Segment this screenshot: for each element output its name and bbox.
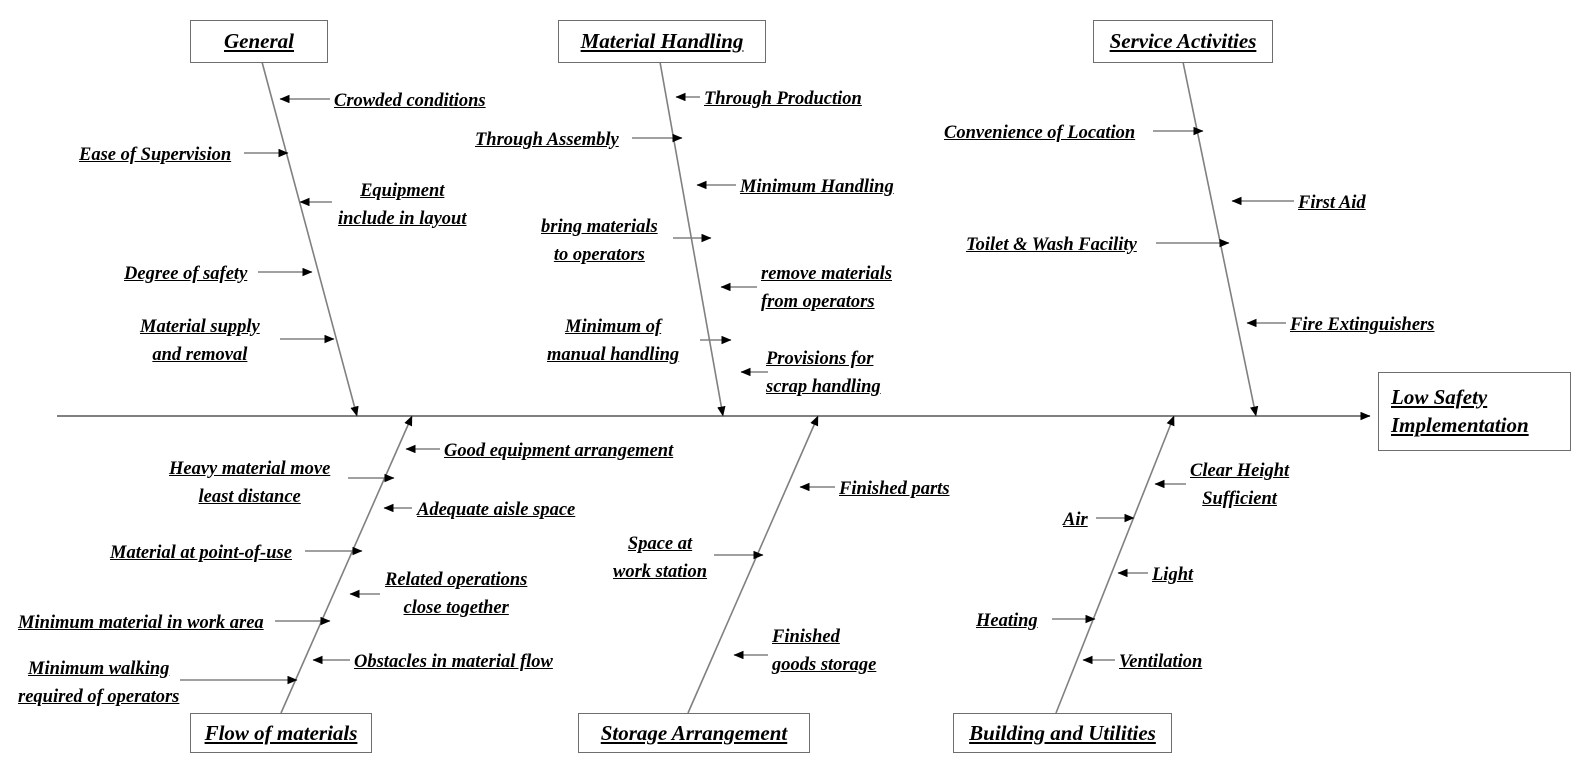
cause-text: First Aid bbox=[1298, 193, 1366, 213]
cause-convenience-of-location[interactable]: Convenience of Location bbox=[944, 119, 1135, 147]
cause-clear-height-sufficient[interactable]: Clear Height Sufficient bbox=[1190, 457, 1289, 513]
cause-text: Finished parts bbox=[839, 479, 950, 499]
cause-text: Ease of Supervision bbox=[79, 145, 232, 165]
cause-text: Crowded conditions bbox=[334, 91, 486, 111]
cause-text: Through Assembly bbox=[475, 130, 619, 150]
cause-text-line1: Minimum walking bbox=[28, 659, 170, 679]
cause-text-line2: scrap handling bbox=[766, 377, 881, 398]
cause-text-line1: Minimum of bbox=[565, 317, 662, 337]
cause-text: Toilet & Wash Facility bbox=[966, 235, 1137, 255]
cause-text-line1: Clear Height bbox=[1190, 461, 1290, 481]
cause-text-line2: goods storage bbox=[772, 655, 877, 676]
cause-text-line2: work station bbox=[613, 562, 708, 583]
cause-space-at-work-station[interactable]: Space at work station bbox=[613, 530, 707, 586]
cause-through-production[interactable]: Through Production bbox=[704, 85, 862, 113]
cause-text: Air bbox=[1063, 510, 1088, 530]
cause-minimum-walking-required-of-operators[interactable]: Minimum walking required of operators bbox=[18, 655, 179, 711]
effect-label-line2: Implementation bbox=[1391, 412, 1529, 437]
cause-text-line1: Space at bbox=[627, 534, 693, 554]
cause-text-line2: close together bbox=[403, 598, 509, 619]
cause-obstacles-in-material-flow[interactable]: Obstacles in material flow bbox=[354, 648, 553, 676]
category-box-storage-arrangement[interactable]: Storage Arrangement bbox=[578, 713, 810, 753]
cause-text-line2: from operators bbox=[761, 292, 875, 313]
cause-material-at-point-of-use[interactable]: Material at point-of-use bbox=[110, 539, 292, 567]
cause-minimum-handling[interactable]: Minimum Handling bbox=[740, 173, 894, 201]
cause-text-line2: include in layout bbox=[338, 209, 467, 230]
cause-text: Degree of safety bbox=[124, 264, 248, 284]
category-label-flow-of-materials: Flow of materials bbox=[204, 720, 358, 745]
cause-text: Minimum material in work area bbox=[18, 613, 264, 633]
cause-text-line2: to operators bbox=[553, 245, 645, 266]
cause-ease-of-supervision[interactable]: Ease of Supervision bbox=[79, 141, 231, 169]
effect-box-low-safety-implementation[interactable]: Low Safety Implementation bbox=[1378, 372, 1571, 451]
cause-text-line2: manual handling bbox=[547, 345, 680, 366]
cause-equipment-include-in-layout[interactable]: Equipment include in layout bbox=[338, 177, 467, 233]
cause-text: Adequate aisle space bbox=[417, 500, 576, 520]
cause-finished-parts[interactable]: Finished parts bbox=[839, 475, 950, 503]
cause-text-line1: Material supply bbox=[140, 317, 260, 337]
cause-text: Through Production bbox=[704, 89, 862, 109]
cause-text: Minimum Handling bbox=[740, 177, 894, 197]
category-box-service-activities[interactable]: Service Activities bbox=[1093, 20, 1273, 63]
category-label-storage-arrangement: Storage Arrangement bbox=[600, 720, 788, 745]
cause-heavy-material-move-least-distance[interactable]: Heavy material move least distance bbox=[169, 455, 330, 511]
cause-provisions-for-scrap-handling[interactable]: Provisions for scrap handling bbox=[766, 345, 881, 401]
category-box-building-and-utilities[interactable]: Building and Utilities bbox=[953, 713, 1172, 753]
cause-bring-materials-to-operators[interactable]: bring materials to operators bbox=[541, 213, 658, 269]
cause-text-line1: Related operations bbox=[385, 570, 528, 590]
effect-label-line1: Low Safety bbox=[1391, 384, 1488, 409]
cause-related-operations-close-together[interactable]: Related operations close together bbox=[385, 566, 527, 622]
category-label-material-handling: Material Handling bbox=[580, 29, 744, 53]
cause-heating[interactable]: Heating bbox=[976, 607, 1038, 635]
category-label-service-activities: Service Activities bbox=[1109, 29, 1257, 53]
cause-adequate-aisle-space[interactable]: Adequate aisle space bbox=[417, 496, 575, 524]
cause-finished-goods-storage[interactable]: Finished goods storage bbox=[772, 623, 876, 679]
cause-text: Obstacles in material flow bbox=[354, 652, 553, 672]
cause-text: Material at point-of-use bbox=[110, 543, 292, 563]
cause-minimum-material-in-work-area[interactable]: Minimum material in work area bbox=[18, 609, 264, 637]
cause-text: Heating bbox=[976, 611, 1038, 631]
cause-remove-materials-from-operators[interactable]: remove materials from operators bbox=[761, 260, 892, 316]
cause-text-line2: Sufficient bbox=[1202, 489, 1277, 510]
cause-material-supply-and-removal[interactable]: Material supply and removal bbox=[140, 313, 260, 369]
cause-light[interactable]: Light bbox=[1152, 561, 1193, 589]
cause-text-line1: Provisions for bbox=[766, 349, 874, 369]
cause-crowded-conditions[interactable]: Crowded conditions bbox=[334, 87, 486, 115]
category-label-building-and-utilities: Building and Utilities bbox=[969, 720, 1156, 745]
cause-text-line1: Finished bbox=[772, 627, 840, 647]
cause-degree-of-safety[interactable]: Degree of safety bbox=[124, 260, 247, 288]
category-label-general: General bbox=[224, 29, 294, 53]
cause-through-assembly[interactable]: Through Assembly bbox=[475, 126, 619, 154]
cause-text: Good equipment arrangement bbox=[444, 441, 674, 461]
cause-ventilation[interactable]: Ventilation bbox=[1119, 648, 1202, 676]
cause-text-line2: and removal bbox=[152, 345, 248, 366]
cause-text-line1: bring materials bbox=[541, 217, 658, 237]
cause-air[interactable]: Air bbox=[1063, 506, 1088, 534]
category-box-general[interactable]: General bbox=[190, 20, 328, 63]
cause-text: Light bbox=[1152, 565, 1194, 585]
cause-first-aid[interactable]: First Aid bbox=[1298, 189, 1366, 217]
cause-text: Fire Extinguishers bbox=[1290, 315, 1435, 335]
cause-text-line2: least distance bbox=[198, 487, 301, 508]
cause-fire-extinguishers[interactable]: Fire Extinguishers bbox=[1290, 311, 1434, 339]
category-box-material-handling[interactable]: Material Handling bbox=[558, 20, 766, 63]
cause-text-line1: remove materials bbox=[761, 264, 893, 284]
cause-text-line2: required of operators bbox=[18, 687, 180, 708]
bone-service-activities bbox=[1182, 61, 1259, 417]
cause-text: Ventilation bbox=[1119, 652, 1203, 672]
cause-text-line1: Equipment bbox=[360, 181, 445, 201]
cause-text: Convenience of Location bbox=[944, 123, 1136, 143]
cause-text-line1: Heavy material move bbox=[169, 459, 331, 479]
cause-good-equipment-arrangement[interactable]: Good equipment arrangement bbox=[444, 437, 673, 465]
cause-toilet-wash-facility[interactable]: Toilet & Wash Facility bbox=[966, 231, 1137, 259]
category-box-flow-of-materials[interactable]: Flow of materials bbox=[190, 713, 372, 753]
cause-minimum-of-manual-handling[interactable]: Minimum of manual handling bbox=[547, 313, 679, 369]
